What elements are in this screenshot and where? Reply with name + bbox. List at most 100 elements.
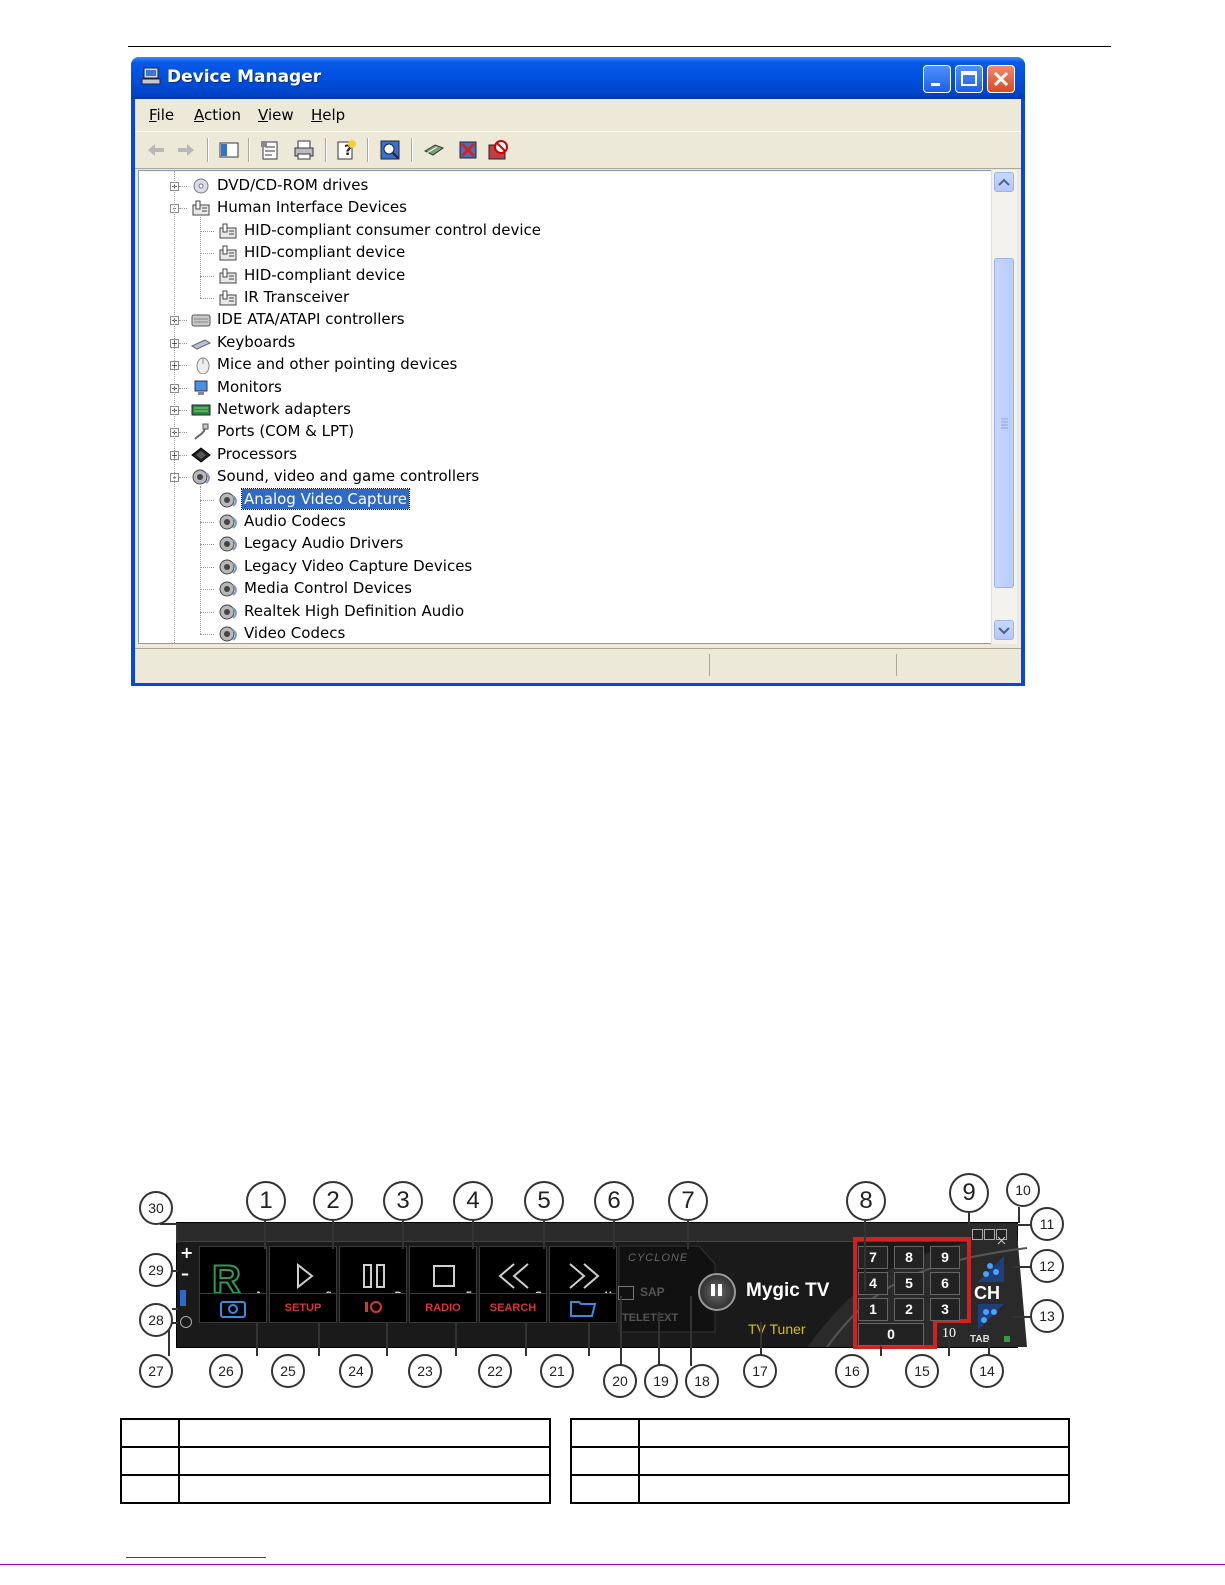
callout-24: 24 xyxy=(339,1354,373,1388)
callout-leader xyxy=(332,1221,334,1249)
tree-device[interactable]: Legacy Video Capture Devices xyxy=(139,556,989,578)
scroll-thumb[interactable] xyxy=(994,258,1014,588)
tree-device[interactable]: IR Transceiver xyxy=(139,287,989,309)
menu-file[interactable]: File xyxy=(149,106,175,124)
disable-icon[interactable] xyxy=(487,139,509,161)
teletext-label[interactable]: TELETEXT xyxy=(622,1312,679,1324)
tree-category[interactable]: +DVD/CD-ROM drives xyxy=(139,175,989,197)
tree-device[interactable]: HID-compliant device xyxy=(139,265,989,287)
tree-category[interactable]: +Keyboards xyxy=(139,332,989,354)
scan-hardware-icon[interactable] xyxy=(379,139,401,161)
tab-label[interactable]: TAB xyxy=(970,1334,990,1345)
update-driver-icon[interactable] xyxy=(423,139,445,161)
tree-device[interactable]: Realtek High Definition Audio xyxy=(139,601,989,623)
volume-down-button[interactable]: – xyxy=(181,1264,189,1283)
tree-item-label: Audio Codecs xyxy=(244,512,346,530)
setup-button[interactable]: SETUP xyxy=(269,1293,337,1323)
scroll-up-button[interactable] xyxy=(994,172,1014,192)
panel-top-bar[interactable] xyxy=(177,1223,1017,1242)
menu-view[interactable]: View xyxy=(258,106,294,124)
table-cell xyxy=(178,1446,551,1476)
forward-arrow-icon[interactable] xyxy=(175,139,197,161)
tree-category[interactable]: –Human Interface Devices xyxy=(139,197,989,219)
callout-leader xyxy=(402,1221,404,1249)
tree-category[interactable]: +IDE ATA/ATAPI controllers xyxy=(139,309,989,331)
table-row xyxy=(120,1474,551,1504)
sap-label[interactable]: SAP xyxy=(640,1285,665,1299)
legend-table-right xyxy=(570,1418,1070,1504)
back-arrow-icon[interactable] xyxy=(145,139,167,161)
channel-up-button[interactable] xyxy=(972,1252,1010,1286)
tree-device[interactable]: Audio Codecs xyxy=(139,511,989,533)
hid-icon xyxy=(219,245,237,261)
panel-close-button[interactable] xyxy=(996,1229,1007,1245)
rec-schedule-button[interactable] xyxy=(339,1293,407,1323)
callout-leader xyxy=(864,1221,866,1291)
scroll-down-button[interactable] xyxy=(994,620,1014,640)
title-bar[interactable]: Device Manager xyxy=(131,57,1025,99)
toolbar-separator xyxy=(411,138,413,162)
volume-up-button[interactable]: + xyxy=(180,1243,194,1262)
radio-button[interactable]: RADIO xyxy=(409,1293,477,1323)
help-icon[interactable]: ? xyxy=(335,139,357,161)
menu-action[interactable]: Action xyxy=(194,106,241,124)
tree-category[interactable]: +Processors xyxy=(139,444,989,466)
chevron-up-icon xyxy=(998,178,1010,186)
key-4[interactable]: 4 xyxy=(858,1272,888,1295)
properties-icon[interactable] xyxy=(259,139,281,161)
channel-down-button[interactable] xyxy=(972,1302,1010,1334)
callout-leader xyxy=(172,1308,178,1310)
key-8[interactable]: 8 xyxy=(894,1246,924,1269)
tree-category[interactable]: +Mice and other pointing devices xyxy=(139,354,989,376)
key-10[interactable]: 10 xyxy=(942,1326,956,1341)
time-shift-button[interactable] xyxy=(698,1273,736,1311)
tree-connector xyxy=(200,634,214,635)
tree-device[interactable]: HID-compliant device xyxy=(139,242,989,264)
tree-category[interactable]: +Network adapters xyxy=(139,399,989,421)
snapshot-button[interactable] xyxy=(199,1293,267,1323)
key-0[interactable]: 0 xyxy=(858,1323,924,1346)
tree-device[interactable]: Legacy Audio Drivers xyxy=(139,533,989,555)
tree-device[interactable]: HID-compliant consumer control device xyxy=(139,220,989,242)
key-2[interactable]: 2 xyxy=(894,1298,924,1321)
vertical-scrollbar[interactable] xyxy=(991,170,1017,644)
toolbar-separator xyxy=(325,138,327,162)
callout-leader xyxy=(318,1322,320,1356)
close-button[interactable] xyxy=(987,65,1015,93)
mute-button[interactable] xyxy=(180,1316,192,1328)
open-folder-button[interactable] xyxy=(549,1293,617,1323)
toolbar: ? xyxy=(135,131,1021,169)
hid-icon xyxy=(219,290,237,306)
search-button[interactable]: SEARCH xyxy=(479,1293,547,1323)
callout-4: 4 xyxy=(453,1181,493,1221)
panel-minimize-button[interactable] xyxy=(972,1229,983,1240)
tree-category[interactable]: +Ports (COM & LPT) xyxy=(139,421,989,443)
key-1[interactable]: 1 xyxy=(858,1298,888,1321)
show-hide-tree-icon[interactable] xyxy=(218,139,240,161)
callout-8: 8 xyxy=(846,1181,886,1221)
key-7[interactable]: 7 xyxy=(858,1246,888,1269)
panel-restore-button[interactable] xyxy=(984,1229,995,1240)
computer-icon xyxy=(141,67,161,85)
tree-device[interactable]: Video Codecs xyxy=(139,623,989,643)
menu-help[interactable]: Help xyxy=(311,106,346,124)
uninstall-icon[interactable] xyxy=(457,139,479,161)
tree-device[interactable]: Media Control Devices xyxy=(139,578,989,600)
tree-connector xyxy=(179,365,187,367)
key-3[interactable]: 3 xyxy=(930,1298,960,1321)
speaker-icon xyxy=(219,514,237,530)
mode-toggle[interactable] xyxy=(618,1286,634,1300)
key-5[interactable]: 5 xyxy=(894,1272,924,1295)
tree-category[interactable]: –Sound, video and game controllers xyxy=(139,466,989,488)
maximize-button[interactable] xyxy=(955,65,983,93)
tree-device[interactable]: Analog Video Capture xyxy=(139,487,989,511)
grip-icon xyxy=(1001,418,1008,429)
device-tree[interactable]: +DVD/CD-ROM drives–Human Interface Devic… xyxy=(138,170,994,644)
print-icon[interactable] xyxy=(293,139,315,161)
tv-tuner-label: TV Tuner xyxy=(748,1321,806,1337)
key-6[interactable]: 6 xyxy=(930,1272,960,1295)
key-9[interactable]: 9 xyxy=(930,1246,960,1269)
tree-category[interactable]: +Monitors xyxy=(139,377,989,399)
minimize-button[interactable] xyxy=(923,65,951,93)
table-cell xyxy=(120,1446,180,1476)
